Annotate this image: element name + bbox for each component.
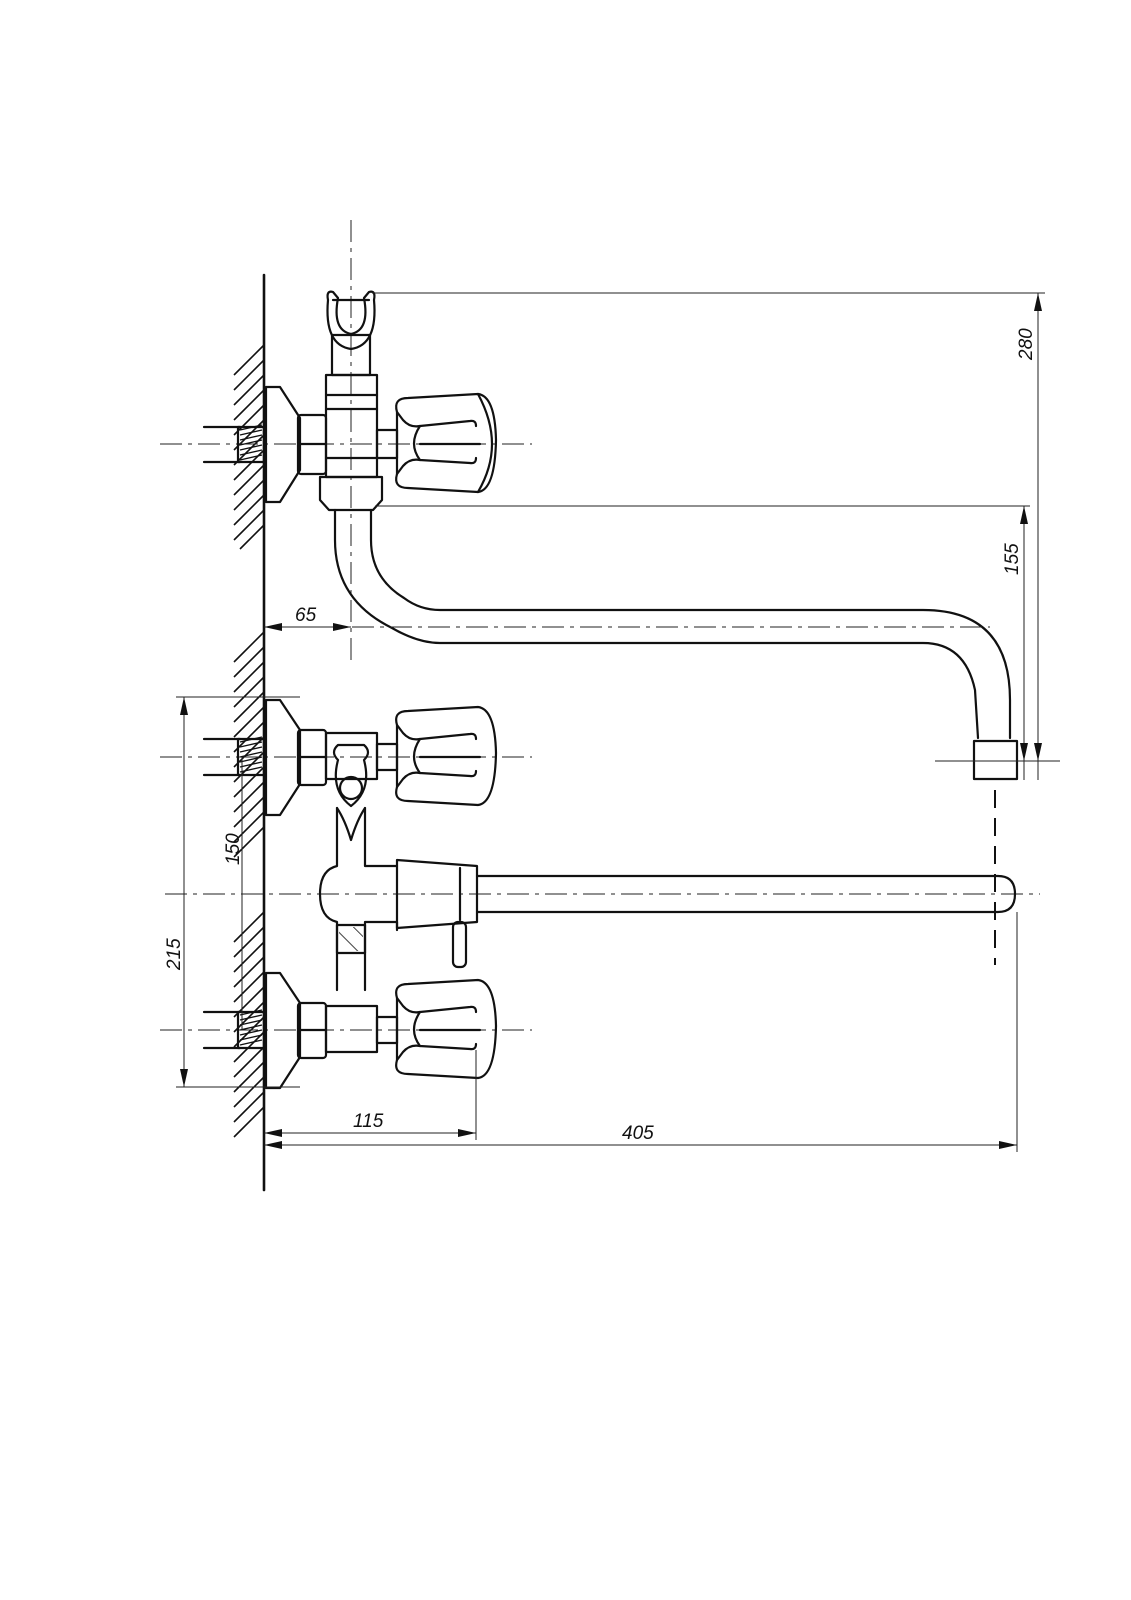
lower-handle [395,978,498,1080]
lower-shower-holder [332,743,370,808]
wall-hatching-lower [233,631,265,1138]
upper-shower-holder [326,290,376,377]
central-body [318,806,479,992]
wall [233,273,266,1192]
upper-flange [264,385,302,504]
lower-valve-assembly [160,698,1040,1090]
bath-spout [475,874,1017,914]
upper-lower-collar [318,475,384,512]
mid-hex-nut [296,728,328,787]
swivel-spout [333,508,1060,965]
dim-115-label: 115 [353,1111,384,1132]
dim-65-label: 65 [295,605,317,626]
dim-405-label: 405 [622,1123,654,1144]
mid-threaded-inlet [202,736,266,777]
lower-hex-nut [296,1001,328,1060]
upper-threaded-inlet [202,424,266,464]
dim-155-label: 155 [1002,543,1023,575]
spout-outlet-tip [972,739,1019,781]
dimension-lines [176,292,1045,1152]
mid-handle [395,705,498,807]
lower-threaded-inlet [202,1009,266,1050]
dim-150-label: 150 [223,833,244,865]
upper-valve-body [324,373,399,479]
upper-handle [395,392,498,494]
upper-valve-assembly [160,220,532,660]
dim-280-label: 280 [1016,328,1037,361]
dim-215-label: 215 [164,938,185,971]
wall-hatching-upper [233,344,265,550]
upper-hex-nut [296,413,328,476]
